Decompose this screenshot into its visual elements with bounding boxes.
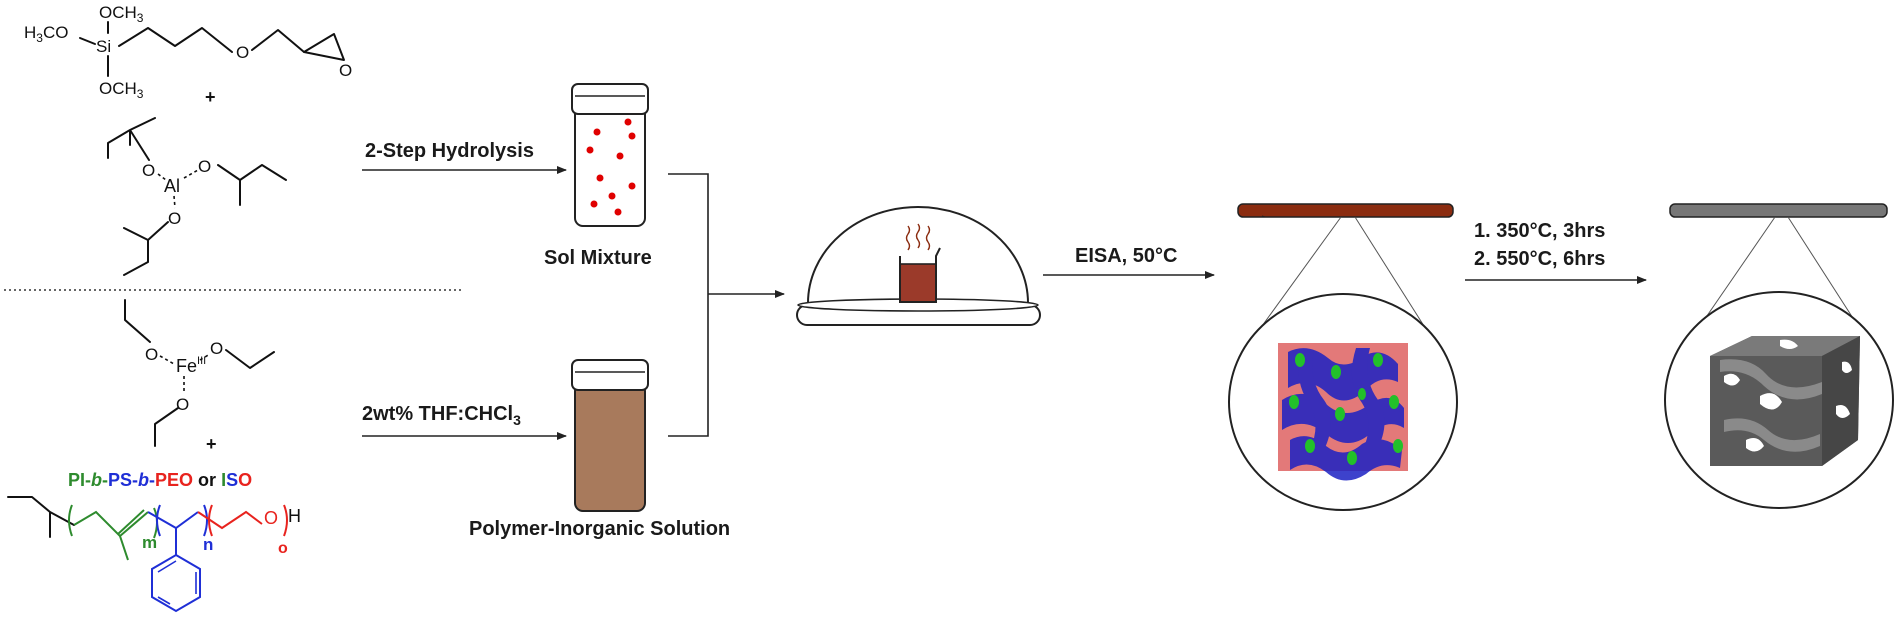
iron-ethoxide-structure: FeIII O O O [124, 299, 275, 447]
ethyl-chain [124, 299, 151, 343]
ether-oxygen: O [236, 43, 249, 62]
pi-block [73, 509, 149, 561]
coordination-bond [199, 353, 211, 361]
coordination-bond [183, 169, 199, 179]
cube-pores [1724, 339, 1852, 452]
h3co-group: H3CO [24, 23, 68, 45]
calcined-film [1664, 203, 1894, 509]
zoom-line [1787, 216, 1859, 327]
polymer-solution-label: Polymer-Inorganic Solution [469, 518, 730, 540]
hybrid-film [1228, 203, 1458, 511]
film-grey [1669, 203, 1888, 218]
sol-particles [586, 118, 636, 216]
film-brown [1237, 203, 1454, 218]
peo-subscript-o: o [278, 540, 288, 557]
ethyl-chain [154, 407, 179, 447]
end-group [7, 496, 75, 538]
plus-sign: + [205, 87, 216, 107]
polymer-name: PI-b-PS-b-PEO or ISO [68, 470, 252, 490]
oxygen: O [142, 161, 155, 180]
solvent-label: 2wt% THF:CHCl3 [362, 403, 521, 428]
merge-arrow [668, 173, 784, 437]
cube-surface [1720, 359, 1822, 452]
och3-top: OCH3 [99, 3, 144, 25]
epoxide-oxygen: O [339, 61, 352, 80]
aluminum-butoxide-structure: Al O O O [107, 117, 287, 276]
zoom-line [1699, 216, 1776, 327]
glycidyl-bond [251, 29, 305, 53]
butyl-chain [123, 221, 169, 276]
vapor-lines [905, 223, 931, 251]
plus-sign: + [206, 434, 217, 454]
aluminum-atom: Al [164, 176, 180, 196]
coordination-bond [159, 355, 175, 365]
oxygen: O [145, 345, 158, 364]
beaker-liquid [899, 263, 937, 303]
polymer-structure: m n O H o [7, 496, 301, 613]
butyl-chain [217, 164, 287, 206]
oxygen: O [176, 395, 189, 414]
iron-domains [1289, 353, 1403, 465]
bond [79, 37, 96, 45]
phenyl-ring [151, 553, 201, 613]
eisa-label: EISA, 50°C [1075, 245, 1177, 267]
beaker [899, 247, 941, 303]
calcination-step1: 1. 350°C, 3hrs [1474, 220, 1605, 242]
oxygen: O [168, 209, 181, 228]
zoom-line [1261, 216, 1342, 327]
calcination-step2: 2. 550°C, 6hrs [1474, 248, 1605, 270]
zoom-line [1354, 216, 1425, 327]
vial-cap [571, 359, 649, 391]
terminal-hydrogen: H [288, 506, 301, 526]
coordination-bond [157, 173, 167, 181]
vial-cap [571, 83, 649, 115]
butyl-chain [107, 117, 156, 161]
sol-mixture-vial [571, 83, 649, 227]
ethyl-chain [225, 349, 275, 369]
oxygen: O [210, 339, 223, 358]
silane-structure: H3CO Si OCH3 OCH3 O O [24, 3, 352, 101]
vial-body [574, 97, 646, 227]
hydrolysis-label: 2-Step Hydrolysis [365, 140, 534, 162]
coordination-bond [173, 195, 176, 209]
propyl-chain [118, 27, 233, 53]
iron-atom: FeIII [176, 355, 206, 376]
och3-bottom: OCH3 [99, 79, 144, 101]
polymer-solution-vial [571, 359, 649, 512]
pi-subscript-m: m [142, 533, 157, 552]
film-edge [1261, 215, 1266, 218]
sol-mixture-label: Sol Mixture [544, 247, 652, 269]
vial-body [574, 382, 646, 512]
epoxide-ring [303, 33, 345, 61]
oxygen: O [198, 157, 211, 176]
silicon-atom: Si [96, 37, 111, 56]
peo-brackets [208, 504, 288, 537]
dome-glass [807, 206, 1029, 304]
ps-subscript-n: n [203, 535, 213, 554]
evaporation-dome [796, 206, 1041, 326]
ps-brackets [156, 504, 208, 537]
phenyl-double-bonds [157, 560, 197, 605]
peo-oxygen: O [264, 508, 278, 528]
